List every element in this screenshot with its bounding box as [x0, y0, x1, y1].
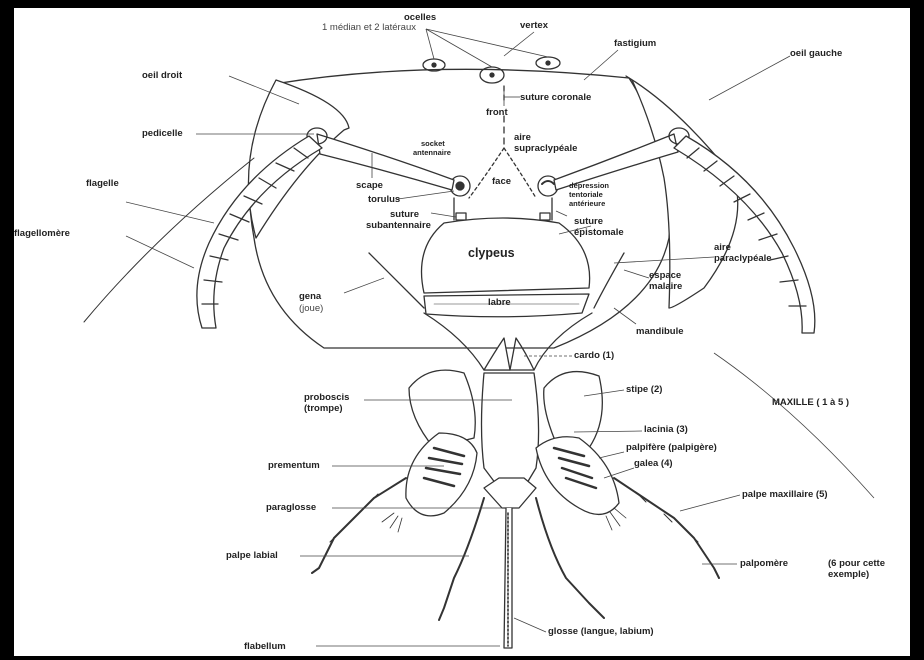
proboscis-outline: [482, 373, 539, 488]
right-labial-palp: [439, 498, 484, 620]
right-galea: [406, 433, 477, 516]
left-eye: [626, 76, 738, 308]
label-suture-coronale: suture coronale: [520, 92, 591, 103]
label-pedicelle: pedicelle: [142, 128, 183, 139]
label-face: face: [492, 176, 511, 187]
label-suture-subantennaire-1: suture: [390, 209, 419, 220]
label-flagelle: flagelle: [86, 178, 119, 189]
label-oeil-droit: oeil droit: [142, 70, 182, 81]
label-palpomere-note-1: (6 pour cette: [828, 558, 885, 569]
label-galea: galea (4): [634, 458, 673, 469]
left-galea: [536, 437, 619, 515]
label-espace-malaire-2: malaire: [649, 281, 682, 292]
label-scape: scape: [356, 180, 383, 191]
label-depression-3: antérieure: [569, 200, 605, 208]
label-suture-epistomale-2: épistomale: [574, 227, 624, 238]
label-flagellomere: flagellomère: [14, 228, 70, 239]
label-palpifere: palpifère (palpigère): [626, 442, 717, 453]
label-depression-2: tentoriale: [569, 191, 603, 199]
label-proboscis-2: (trompe): [304, 403, 343, 414]
label-socket-2: antennaire: [413, 149, 451, 157]
label-clypeus: clypeus: [468, 248, 515, 259]
diagram-canvas: ocelles 1 médian et 2 latéraux vertex fa…: [14, 8, 910, 656]
label-palpomere-note-2: exemple): [828, 569, 869, 580]
left-maxillary-palp: [614, 478, 719, 578]
label-labre: labre: [488, 297, 511, 308]
label-mandibule: mandibule: [636, 326, 684, 337]
label-suture-epistomale-1: suture: [574, 216, 603, 227]
label-proboscis-1: proboscis: [304, 392, 349, 403]
label-joue: (joue): [299, 303, 323, 314]
label-gena: gena: [299, 291, 321, 302]
label-ocelles-detail: 1 médian et 2 latéraux: [322, 22, 416, 33]
label-palpe-maxillaire: palpe maxillaire (5): [742, 489, 828, 500]
label-cardo: cardo (1): [574, 350, 614, 361]
label-stipe: stipe (2): [626, 384, 662, 395]
label-glosse: glosse (langue, labium): [548, 626, 654, 637]
label-palpomere: palpomère: [740, 558, 788, 569]
label-suture-subantennaire-2: subantennaire: [366, 220, 431, 231]
label-aire-supraclypeale-2: supraclypéale: [514, 143, 577, 154]
label-aire-paraclypeale-1: aire: [714, 242, 731, 253]
label-depression-1: dépression: [569, 182, 609, 190]
label-palpe-labial: palpe labial: [226, 550, 278, 561]
label-torulus: torulus: [368, 194, 400, 205]
label-aire-paraclypeale-2: paraclypéale: [714, 253, 772, 264]
left-labial-palp: [536, 498, 604, 618]
label-paraglosse: paraglosse: [266, 502, 316, 513]
label-aire-supraclypeale-1: aire: [514, 132, 531, 143]
label-flabellum: flabellum: [244, 641, 286, 652]
label-maxille: MAXILLE ( 1 à 5 ): [772, 397, 849, 408]
label-socket-1: socket: [421, 140, 445, 148]
label-oeil-gauche: oeil gauche: [790, 48, 842, 59]
label-prementum: prementum: [268, 460, 320, 471]
label-espace-malaire-1: espace: [649, 270, 681, 281]
label-fastigium: fastigium: [614, 38, 656, 49]
label-vertex: vertex: [520, 20, 548, 31]
label-lacinia: lacinia (3): [644, 424, 688, 435]
label-front: front: [486, 107, 508, 118]
